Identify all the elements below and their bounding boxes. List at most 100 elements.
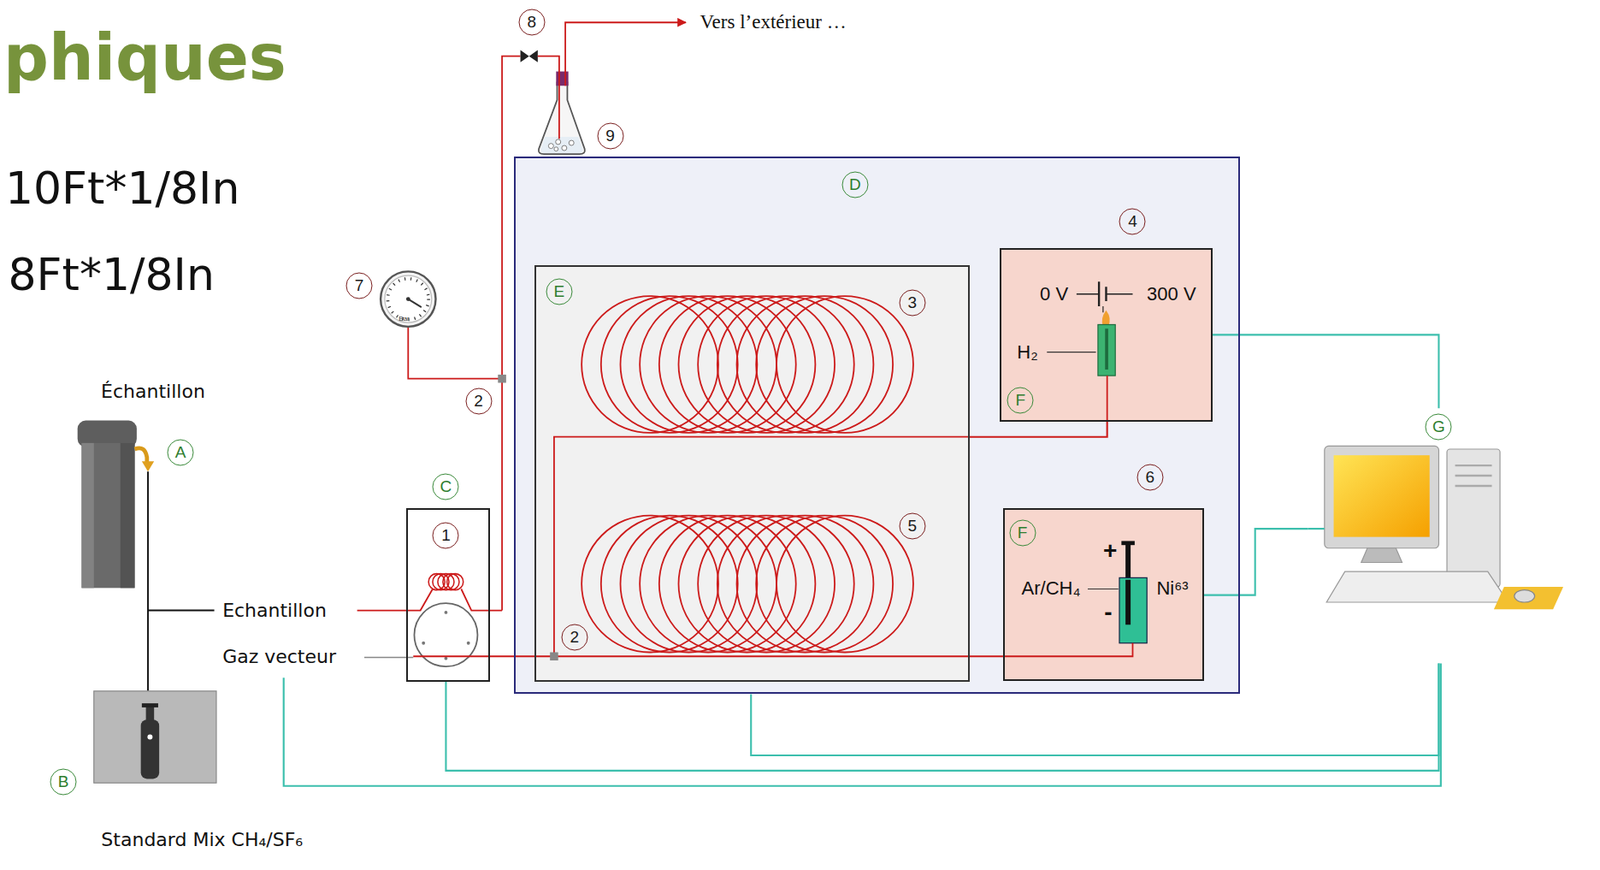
standard-bottle [141,719,160,779]
signal-cable [750,663,1439,756]
column-coils [737,515,874,653]
column-coils [776,515,914,653]
flask [540,136,583,154]
standard-bottle [147,734,153,740]
sample-line [147,471,215,691]
injector-internals [357,588,502,610]
box-fill [406,507,491,682]
ecd-internals [1125,579,1131,626]
sample-container [135,448,148,464]
polarity-sign: + [1103,537,1117,565]
callout-number: 1 [432,522,460,550]
pressure-gauge [380,271,436,326]
injector-internals [421,641,426,645]
flask [554,147,559,152]
part-label: Standard Mix CH₄/SF₆ [100,828,303,851]
computer-icon [1493,586,1564,609]
box-fill [513,156,1240,695]
callout-number: 5 [898,512,926,539]
voltage-label: 300 V [1146,283,1197,305]
callout-number: 8 [518,9,545,36]
box-fill [534,265,969,682]
computer-icon [1334,454,1430,537]
box-fill [1003,507,1205,681]
fid-internals [1098,324,1116,376]
connectors [445,334,1439,771]
injector-internals [444,656,449,661]
injector-internals [413,655,490,657]
vent-line [497,374,507,384]
illustration [77,22,1564,786]
callout-number: 7 [346,272,373,300]
callout-number: 2 [560,623,588,650]
computer: G [1308,407,1567,663]
needle-valve [520,49,538,62]
dimension-label: 10Ft*1/8In [5,164,240,213]
flask-tubes [537,22,686,139]
flask [548,143,554,149]
line-label: Gaz vecteur [222,646,337,668]
injector-internals [442,573,460,591]
page-title: phiques [3,23,287,93]
column-coils [678,515,816,653]
callout-number: 6 [1136,464,1164,491]
needle-valve [520,49,538,62]
flask [561,145,567,151]
standard-bottle [94,690,217,783]
column-coils [697,515,835,653]
flask [548,139,574,152]
fid-internals [1098,281,1106,307]
standard-bottle [141,702,159,708]
part-letter: E [545,278,573,306]
column-splitter [549,651,559,661]
injector-internals [428,573,464,591]
flask [538,71,585,155]
part-letter: F [1007,386,1034,414]
injector-internals [357,573,502,668]
column-coils [776,295,914,433]
ecd-detector-box: 6Ar/CH₄+-Ni⁶³F [1003,507,1205,681]
callout-letter: A [167,438,195,466]
vent-line [501,56,520,611]
callout-letter: B [49,768,77,796]
oven-box: DE40 V300 VH₂F6Ar/CH₄+-Ni⁶³F [513,156,1240,695]
callout-number: 9 [596,122,624,149]
flask-tubes [565,22,686,86]
fid-internals [1046,351,1096,353]
signal-cable [283,528,1441,786]
computer-icon [1324,445,1564,609]
signal-cable [445,663,1439,771]
gas-label: Ar/CH₄ [1021,578,1081,600]
column-coils [697,295,835,433]
signal-cable [1212,334,1440,408]
standard-bottle [146,706,155,721]
injector-internals [466,641,471,645]
column-coils [534,295,969,656]
part-letter: F [1009,519,1036,546]
signal-cable [1204,528,1309,596]
tubing-line [969,421,1108,437]
vent-line [407,56,520,611]
note-label: Vers l’extérieur … [700,11,847,34]
sample-container [77,420,154,589]
dimension-label: 8Ft*1/8In [8,251,215,301]
callout-number: 2 [465,387,492,414]
ecd-internals [1087,588,1119,590]
pressure-gauge [380,271,436,326]
injector-box: C1 [406,507,491,682]
pressure-gauge [407,299,422,308]
column-coils [737,295,874,433]
polarity-sign: - [1104,599,1112,626]
pressure-gauge [406,296,411,302]
line-label: Echantillon [222,599,327,621]
part-label: Échantillon [100,381,206,403]
ecd-internals [1125,543,1131,579]
fid-detector-box: 40 V300 VH₂F [999,247,1212,422]
pressure-gauge [387,278,429,320]
sample-container [141,460,154,472]
part-letter: D [841,171,868,198]
computer-icon [1446,448,1500,587]
injector-internals [447,573,464,591]
